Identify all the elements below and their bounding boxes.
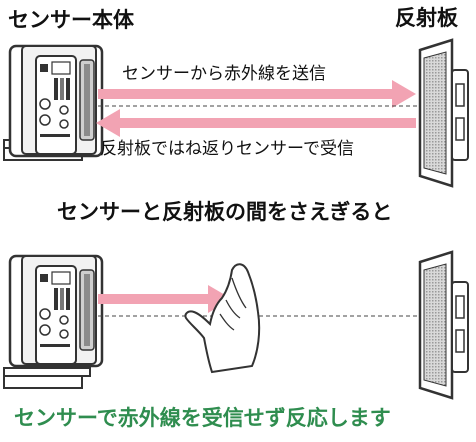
send-caption: センサーから赤外線を送信 — [122, 64, 326, 84]
sensor-unit-icon — [3, 254, 104, 389]
blocked-heading: センサーと反射板の間をさえぎると — [57, 200, 393, 224]
sensor-unit-icon — [3, 44, 104, 161]
sensor-unit-label: センサー本体 — [8, 8, 134, 32]
return-caption: 反射板ではね返りセンサーで受信 — [100, 139, 354, 159]
reflector-panel-icon — [418, 38, 469, 188]
reflector-panel-icon — [418, 250, 469, 400]
reflector-label: 反射板 — [395, 6, 458, 30]
result-caption: センサーで赤外線を受信せず反応します — [14, 406, 391, 430]
hand-icon — [184, 263, 261, 374]
send-beam-arrow — [98, 80, 416, 108]
return-beam-arrow — [96, 109, 416, 137]
blocked-beam-arrow — [98, 285, 232, 313]
